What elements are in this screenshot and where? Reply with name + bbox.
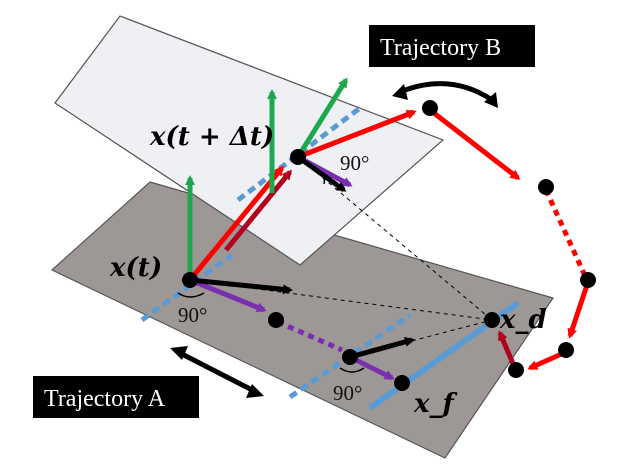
angle-arc-bottom: [339, 367, 365, 373]
trajectory-b-tag-bg: [369, 25, 535, 67]
node-b3: [580, 272, 596, 288]
node-x-f: [394, 375, 410, 391]
label-x-t-dt: x(t + Δt): [149, 122, 274, 152]
dark-red-arrow-top: [224, 169, 292, 252]
node-x-d: [484, 312, 500, 328]
dark-red-arrow-bottom: [497, 330, 517, 367]
angle-arc-top: [317, 169, 326, 185]
green-arrow-upper-long: [295, 77, 349, 159]
node-a1: [268, 312, 284, 328]
label-x-d: x_d: [499, 305, 547, 335]
node-b5: [508, 362, 524, 378]
label-x-t: x(t): [109, 253, 162, 283]
curved-arrow-head-left: [392, 84, 408, 100]
trajectory-a-tag: Trajectory A: [44, 386, 166, 412]
node-b2: [538, 179, 554, 195]
curved-arrow-head-right: [484, 92, 498, 108]
trajectory-a-double-arrow: [170, 346, 264, 398]
black-arrow-left: [189, 277, 293, 295]
black-arrow-bottom: [349, 337, 415, 360]
label-angle-left: 90°: [178, 303, 207, 327]
label-angle-top: 90°: [340, 151, 369, 175]
lower-plane: [50, 181, 554, 459]
purple-dotted-path: [276, 319, 344, 353]
node-a2: [342, 349, 358, 365]
node-b1: [422, 100, 438, 116]
purple-arrow-left: [189, 277, 267, 313]
label-angle-bottom: 90°: [333, 381, 362, 405]
trajectory-a-tag-bg: [33, 376, 199, 418]
red-arrow-main: [188, 165, 284, 282]
trajectory-b-curved-arrow: [399, 81, 494, 103]
node-x-t-dt: [290, 149, 306, 165]
trajectory-b-path: [297, 108, 591, 371]
node-b4: [558, 342, 574, 358]
angle-arc-left: [177, 292, 205, 298]
trajectory-nodes: [182, 100, 596, 391]
label-x-f: x_f: [413, 389, 458, 419]
trajectory-b-tag: Trajectory B: [380, 35, 501, 61]
node-x-t: [182, 272, 198, 288]
